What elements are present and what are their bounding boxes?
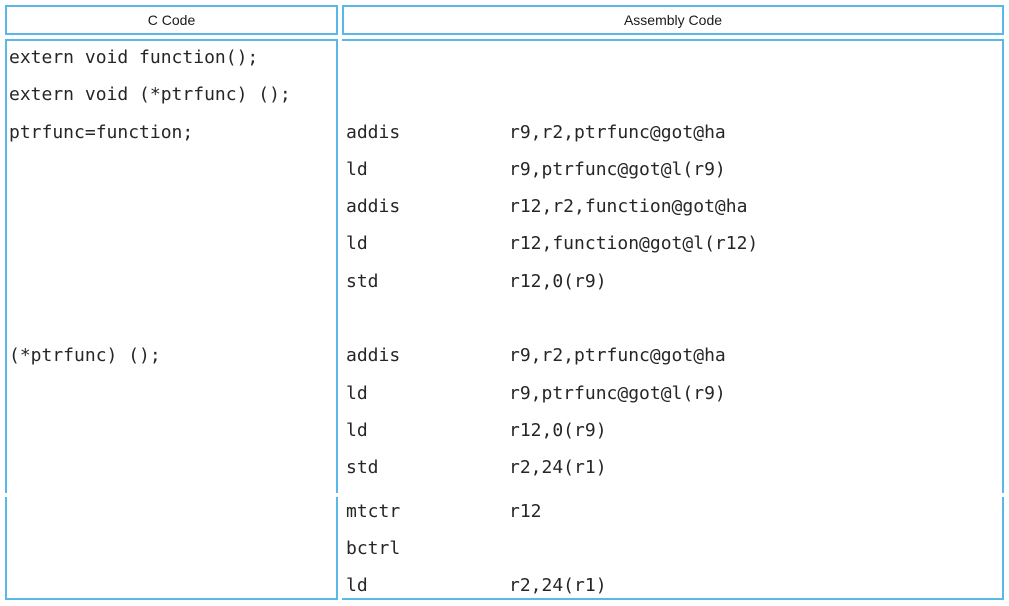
asm-mnemonic: bctrl — [346, 537, 401, 559]
asm-line: ld r12,0(r9) — [346, 418, 1002, 455]
blank-line — [9, 269, 336, 306]
body-row-1: extern void function(); extern void (*pt… — [5, 39, 1004, 493]
blank-line — [346, 45, 1002, 82]
c-code-line: extern void function(); — [9, 47, 259, 68]
blank-line — [9, 306, 336, 343]
asm-mnemonic: addis — [346, 196, 401, 218]
asm-line: std r12,0(r9) — [346, 269, 1002, 306]
c-code-cell-empty — [5, 496, 338, 601]
asm-line: addis r9,r2,ptrfunc@got@ha — [346, 120, 1002, 157]
assembly-cell: addis r9,r2,ptrfunc@got@ha ld r9,ptrfunc@g… — [342, 39, 1004, 493]
asm-mnemonic: std — [346, 270, 379, 292]
asm-line: ld r9,ptrfunc@got@l(r9) — [346, 157, 1002, 194]
asm-line: addis r12,r2,function@got@ha — [346, 194, 1002, 231]
c-code-line: extern void (*ptrfunc) (); — [9, 84, 291, 106]
asm-operands: r12 — [509, 500, 542, 522]
blank-line — [9, 157, 336, 194]
asm-operands: r2,24(r1) — [509, 457, 607, 479]
asm-mnemonic: ld — [346, 382, 368, 404]
asm-mnemonic: std — [346, 457, 379, 479]
asm-mnemonic: addis — [346, 121, 401, 143]
header-row: C Code Assembly Code — [5, 5, 1004, 35]
assembly-cell-continued: mtctr r12 bctrl ld r2,24(r1) — [342, 496, 1004, 601]
asm-mnemonic: ld — [346, 575, 368, 597]
blank-line — [9, 231, 336, 268]
asm-line: mtctr r12 — [346, 499, 1002, 536]
asm-operands: r9,ptrfunc@got@l(r9) — [509, 158, 726, 180]
asm-mnemonic: ld — [346, 419, 368, 441]
asm-operands: r12,0(r9) — [509, 270, 607, 292]
asm-line: bctrl — [346, 536, 1002, 573]
asm-mnemonic: addis — [346, 345, 401, 367]
c-code-line: ptrfunc=function; — [9, 121, 194, 143]
blank-line — [9, 194, 336, 231]
asm-operands: r2,24(r1) — [509, 575, 607, 597]
asm-operands: r9,ptrfunc@got@l(r9) — [509, 382, 726, 404]
asm-line: ld r2,24(r1) — [346, 573, 1002, 598]
asm-line: ld r9,ptrfunc@got@l(r9) — [346, 381, 1002, 418]
asm-operands: r12,0(r9) — [509, 419, 607, 441]
asm-mnemonic: ld — [346, 158, 368, 180]
asm-line: ld r12,function@got@l(r12) — [346, 231, 1002, 268]
header-assembly-code: Assembly Code — [342, 5, 1004, 35]
asm-operands: r9,r2,ptrfunc@got@ha — [509, 345, 726, 367]
blank-line — [346, 82, 1002, 119]
asm-operands: r9,r2,ptrfunc@got@ha — [509, 121, 726, 143]
blank-line — [346, 306, 1002, 343]
asm-line: addis r9,r2,ptrfunc@got@ha — [346, 343, 1002, 380]
body-row-2: mtctr r12 bctrl ld r2,24(r1) — [5, 496, 1004, 601]
c-code-line: (*ptrfunc) (); — [9, 345, 161, 367]
asm-operands: r12,r2,function@got@ha — [509, 196, 748, 218]
asm-mnemonic: mtctr — [346, 500, 401, 522]
c-code-cell: extern void function(); extern void (*pt… — [5, 39, 338, 493]
header-c-code: C Code — [5, 5, 338, 35]
asm-mnemonic: ld — [346, 233, 368, 255]
asm-operands: r12,function@got@l(r12) — [509, 233, 759, 255]
asm-line: std r2,24(r1) — [346, 455, 1002, 492]
